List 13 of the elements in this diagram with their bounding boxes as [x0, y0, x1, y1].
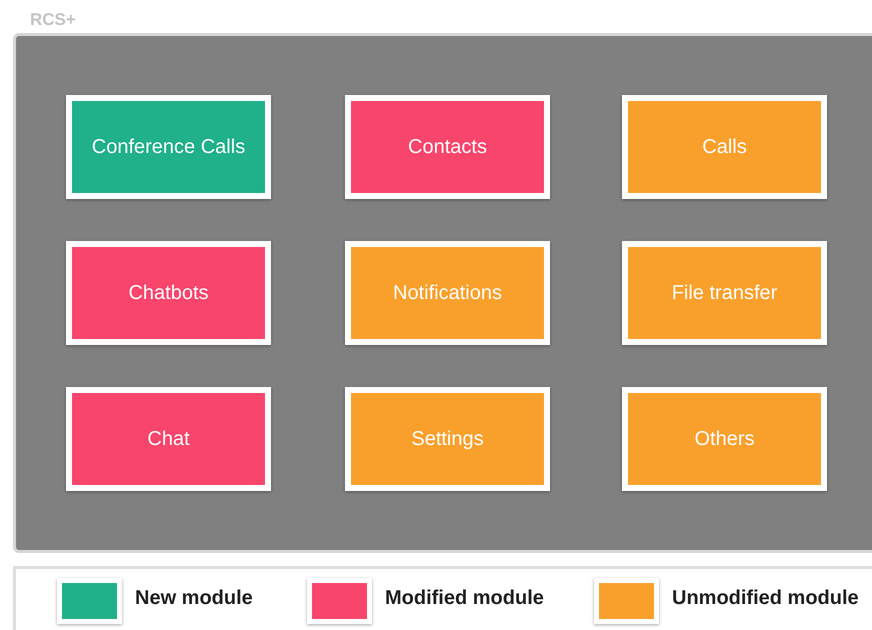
module-box: Conference Calls: [66, 95, 271, 199]
module-box: File transfer: [622, 241, 827, 345]
module-box: Contacts: [345, 95, 550, 199]
legend-label: Unmodified module: [672, 587, 859, 610]
module-box: Notifications: [345, 241, 550, 345]
legend-label: New module: [135, 587, 253, 610]
module-box: Chatbots: [66, 241, 271, 345]
legend-label: Modified module: [385, 587, 544, 610]
module-box: Settings: [345, 387, 550, 491]
panel-title: RCS+: [30, 10, 76, 30]
module-box: Others: [622, 387, 827, 491]
module-box: Calls: [622, 95, 827, 199]
module-box: Chat: [66, 387, 271, 491]
